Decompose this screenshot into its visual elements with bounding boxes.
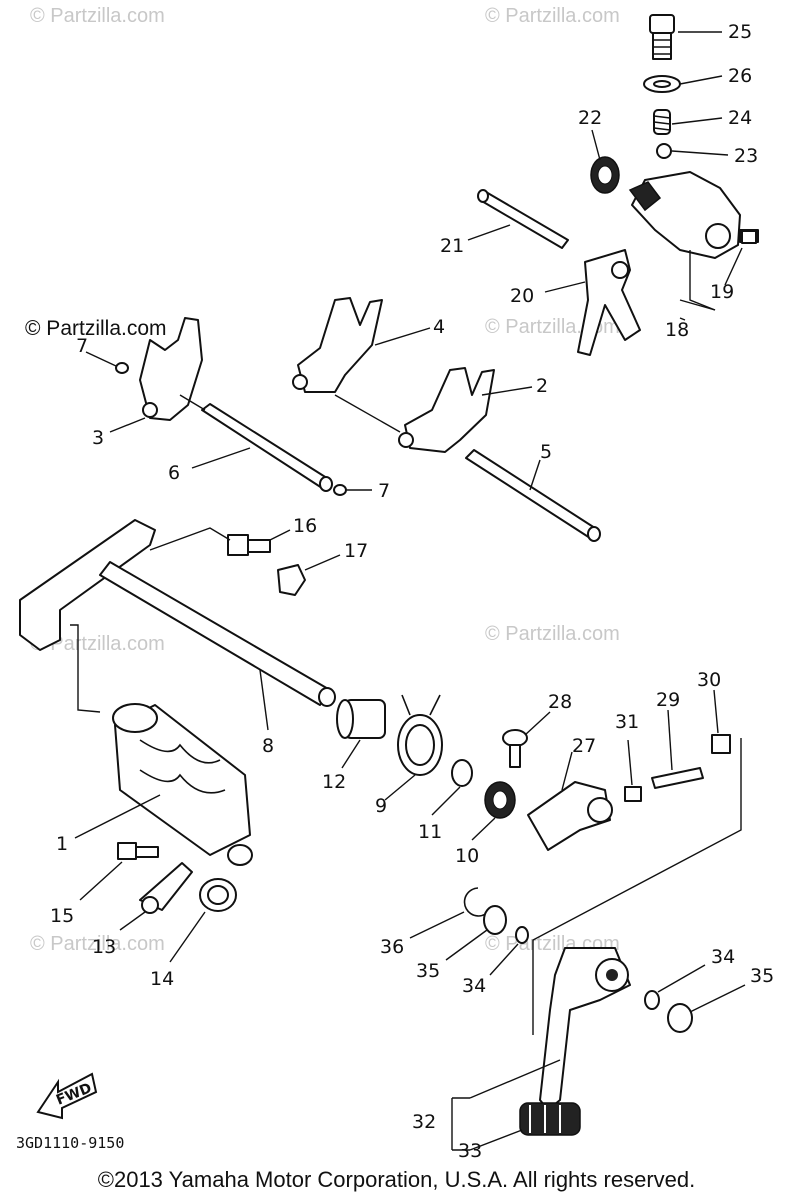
callout-27: 27 bbox=[572, 735, 596, 757]
part-23-ball bbox=[656, 143, 672, 159]
watermark: © Partzilla.com bbox=[485, 5, 620, 27]
callout-9: 9 bbox=[375, 795, 387, 817]
part-6-fork-shaft bbox=[201, 403, 333, 492]
callout-29: 29 bbox=[656, 689, 680, 711]
drawing-code: 3GD1110-9150 bbox=[16, 1134, 124, 1152]
callout-15: 15 bbox=[50, 905, 74, 927]
callout-1: 1 bbox=[56, 833, 68, 855]
part-34-o-ring bbox=[644, 990, 660, 1010]
callout-4: 4 bbox=[433, 316, 445, 338]
callout-20: 20 bbox=[510, 285, 534, 307]
part-9-torsion-spring bbox=[397, 694, 443, 776]
callout-30: 30 bbox=[697, 669, 721, 691]
callout-17: 17 bbox=[344, 540, 368, 562]
part-20-shift-fork bbox=[577, 249, 641, 356]
part-27-shift-arm bbox=[527, 781, 613, 851]
callout-14: 14 bbox=[150, 968, 174, 990]
callout-23: 23 bbox=[734, 145, 758, 167]
part-34-o-ring bbox=[515, 926, 529, 944]
callout-13: 13 bbox=[92, 936, 116, 958]
watermark: © Partzilla.com bbox=[25, 317, 167, 340]
part-2-shift-fork bbox=[398, 367, 495, 453]
watermark: © Partzilla.com bbox=[485, 623, 620, 645]
watermarks: © Partzilla.com © Partzilla.com © Partzi… bbox=[25, 5, 620, 955]
callout-34-left: 34 bbox=[462, 975, 486, 997]
part-12-collar bbox=[336, 699, 386, 739]
part-28-bolt bbox=[502, 729, 528, 768]
callout-12: 12 bbox=[322, 771, 346, 793]
part-5-fork-shaft bbox=[465, 449, 601, 542]
callout-24: 24 bbox=[728, 107, 752, 129]
assembly-lines bbox=[70, 250, 742, 1150]
part-3-shift-fork bbox=[139, 317, 203, 421]
part-33-pedal-rubber bbox=[519, 1102, 581, 1136]
callout-10: 10 bbox=[455, 845, 479, 867]
part-10-oil-seal bbox=[484, 781, 516, 819]
part-1-shift-drum bbox=[112, 703, 253, 866]
callout-8: 8 bbox=[262, 735, 274, 757]
part-29-shift-rod bbox=[651, 767, 704, 789]
copyright-notice: ©2013 Yamaha Motor Corporation, U.S.A. A… bbox=[97, 1167, 696, 1192]
callout-32: 32 bbox=[412, 1111, 436, 1133]
callout-7-lower: 7 bbox=[378, 480, 390, 502]
callout-28: 28 bbox=[548, 691, 572, 713]
callout-7-upper: 7 bbox=[76, 335, 88, 357]
part-7-circlip bbox=[333, 484, 347, 496]
callout-35-left: 35 bbox=[416, 960, 440, 982]
callout-2: 2 bbox=[536, 375, 548, 397]
part-11-washer bbox=[451, 759, 473, 787]
watermark: © Partzilla.com bbox=[30, 633, 165, 655]
callout-19: 19 bbox=[710, 281, 734, 303]
callout-18: 18 bbox=[665, 319, 689, 341]
part-31-nut bbox=[624, 786, 642, 802]
part-7-circlip bbox=[115, 362, 129, 374]
callout-25: 25 bbox=[728, 21, 752, 43]
part-14-torsion-spring bbox=[199, 878, 237, 912]
callout-5: 5 bbox=[540, 441, 552, 463]
part-22-seal bbox=[590, 156, 620, 194]
callout-36: 36 bbox=[380, 936, 404, 958]
watermark: © Partzilla.com bbox=[30, 933, 165, 955]
callout-26: 26 bbox=[728, 65, 752, 87]
fwd-arrow: FWD bbox=[36, 1072, 98, 1120]
callout-3: 3 bbox=[92, 427, 104, 449]
part-16-bolt bbox=[227, 534, 271, 556]
watermark: © Partzilla.com bbox=[30, 5, 165, 27]
part-17-lock-washer bbox=[277, 564, 306, 596]
callout-6: 6 bbox=[168, 462, 180, 484]
callout-31: 31 bbox=[615, 711, 639, 733]
part-19-screw bbox=[741, 230, 757, 244]
callout-34-right: 34 bbox=[711, 946, 735, 968]
part-35-washer bbox=[667, 1003, 693, 1033]
part-30-nut bbox=[711, 734, 731, 754]
callouts: 25 26 24 23 22 21 20 19 18 4 2 7 3 6 7 5… bbox=[50, 21, 774, 1162]
part-8-shift-shaft bbox=[19, 519, 336, 707]
part-35-washer bbox=[483, 905, 507, 935]
part-4-shift-fork bbox=[292, 297, 383, 393]
callout-35-right: 35 bbox=[750, 965, 774, 987]
part-32-shift-pedal bbox=[539, 947, 631, 1111]
callout-16: 16 bbox=[293, 515, 317, 537]
part-13-stopper-lever bbox=[139, 862, 193, 914]
part-15-bolt bbox=[117, 842, 159, 860]
callout-11: 11 bbox=[418, 821, 442, 843]
part-21-fork-shaft bbox=[477, 189, 569, 249]
part-18-shift-drum-segment bbox=[628, 171, 759, 259]
callout-22: 22 bbox=[578, 107, 602, 129]
callout-21: 21 bbox=[440, 235, 464, 257]
callout-33: 33 bbox=[458, 1140, 482, 1162]
part-24-spring bbox=[653, 109, 671, 135]
part-25-bolt bbox=[649, 14, 675, 60]
